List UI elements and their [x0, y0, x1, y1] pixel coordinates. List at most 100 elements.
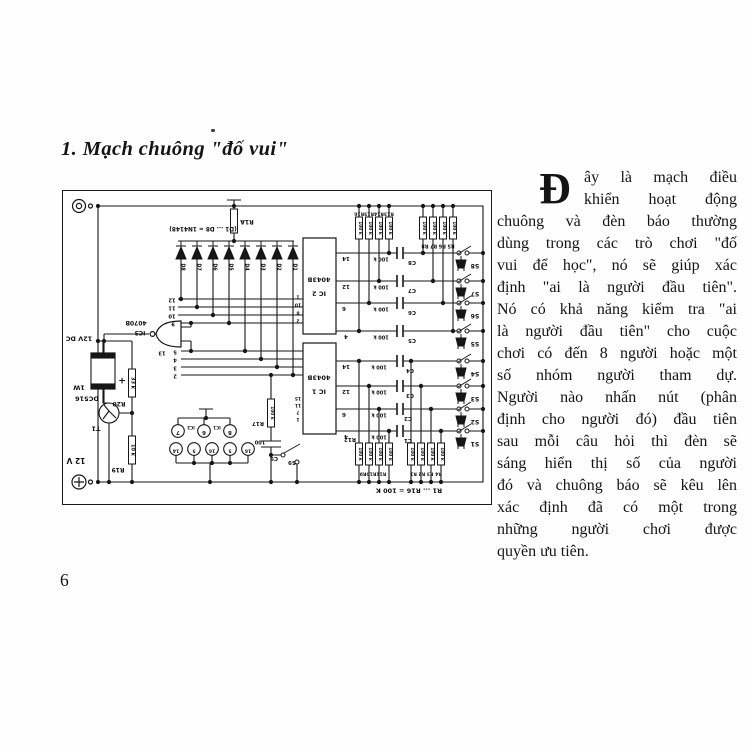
junction-dots [95, 203, 486, 485]
text-line: sáng hiển thị số của người [497, 455, 737, 472]
schematic-label: 5 [192, 447, 196, 453]
schematic-label: 100 k [439, 447, 445, 461]
schematic-label: R11R10R9 [359, 470, 387, 476]
schematic-label: R1A [240, 218, 254, 225]
schematic-label: 11 [294, 402, 302, 408]
schematic-label: 4043B [307, 275, 331, 284]
text-line: Nó có khả năng kiểm tra "ai [497, 301, 737, 318]
text-line: định cho người đó) đầu tiên [497, 411, 737, 428]
schematic-label: S9 [288, 458, 296, 465]
text-line: dùng trong các trò chơi "đố [497, 235, 737, 252]
schematic-label: 5 [228, 447, 232, 453]
schematic-label: R4 R3 R2 R1 [410, 470, 442, 476]
schematic-label: 11 [168, 304, 176, 311]
schematic-label: 14 [172, 447, 180, 453]
schematic-label: 1 [296, 293, 300, 299]
schematic-label: C4 [406, 366, 414, 373]
schematic-label: 7 [296, 409, 300, 415]
text-line: chuông và đèn báo thường [497, 213, 737, 230]
resistor-bodies [128, 208, 457, 466]
schematic-label: 100 k [377, 447, 383, 461]
schematic-label: 2 [296, 317, 300, 323]
schematic-label: 100 k [373, 283, 389, 290]
schematic-label: C5 [408, 336, 416, 343]
paragraph-lines: chuông và đèn báo thường dùng trong các t… [497, 211, 737, 563]
text-line: xác định đã có một trong [497, 499, 737, 516]
schematic-label: 100 k [371, 363, 387, 370]
text-line: định "ai là người đầu tiên". [497, 279, 737, 296]
schematic-label: 100 k [409, 447, 415, 461]
text-line: ây là mạch điều [584, 169, 737, 186]
schematic-label: 5 [173, 348, 177, 355]
schematic-label: IC3 [134, 329, 146, 336]
schematic-label: 12 [168, 296, 176, 303]
schematic-label: 100 k [419, 447, 425, 461]
transistor-t1 [98, 402, 120, 424]
schematic-label: (D1 ... D8 = 1N4148) [169, 224, 237, 231]
schematic-label: R17 [252, 419, 264, 426]
schematic-label: C6 [408, 308, 416, 315]
schematic-label: 12 [342, 387, 350, 394]
schematic-label: D1 [291, 263, 297, 271]
schematic-label: 7 [176, 428, 180, 435]
text-line: Người nào nhấn nút (phân [497, 389, 737, 406]
schematic-label: 12V DC [65, 334, 93, 343]
schematic-label: C1 [404, 436, 412, 443]
schematic-label: S4 [470, 370, 480, 377]
schematic-label: C8 [408, 258, 416, 265]
text-line: chơi có đến 8 người hoặc một [497, 345, 737, 362]
schematic-label: 14 [342, 362, 350, 369]
schematic-label: 100 k [357, 447, 363, 461]
nand-gate-ic3 [149, 320, 182, 348]
schematic-label: 12 V [66, 455, 86, 465]
schematic-label: 100 k [371, 388, 387, 395]
schematic-label: 9 [171, 320, 175, 327]
schematic-label: 3 [173, 364, 177, 371]
text-line: quyền ưu tiên. [497, 543, 589, 560]
schematic-label: IC 2 [312, 289, 326, 298]
schematic-label: S6 [470, 312, 480, 319]
schematic-label: 100 k [373, 333, 389, 340]
schematic-label: C9 [270, 454, 278, 461]
schematic-label: C7 [408, 286, 416, 293]
pin-circle-cluster [169, 424, 255, 456]
schematic-label: R12 [344, 435, 356, 442]
schematic-label: 2 [173, 372, 177, 379]
schematic-label: 10 [168, 312, 176, 319]
diode-row [175, 240, 299, 260]
schematic-label: S5 [470, 340, 480, 347]
terminal-symbols [71, 198, 94, 490]
schematic-label: 4 [344, 332, 348, 339]
schematic-label: 100 k [377, 221, 383, 235]
schematic-label: DC516 [75, 394, 99, 403]
page-title: 1. Mạch chuông "đố vui" [61, 138, 289, 160]
text-line: khiển hoạt động [584, 191, 737, 208]
schematic-wires [97, 199, 484, 483]
schematic-label: 1 [296, 416, 300, 422]
schematic-label: D3 [259, 263, 265, 271]
schematic-label: 100 k [373, 305, 389, 312]
schematic-label: C3 [406, 391, 414, 398]
capacitors [396, 246, 404, 438]
schematic-label: IC2 [187, 425, 195, 431]
schematic-label: IC1 [213, 425, 221, 431]
schematic-label: 100 k [357, 221, 363, 235]
text-line: đó và chuông báo sẽ kêu lên [497, 477, 737, 494]
schematic-label: 100 k [387, 447, 393, 461]
schematic-label: D5 [227, 263, 233, 271]
schematic-label: D6 [211, 263, 217, 271]
schematic-label: 100 k [451, 221, 457, 235]
schematic-label: R5 R6 R7 R8 [421, 242, 455, 248]
schematic-label: 16 [244, 447, 252, 453]
switch-s9 [280, 443, 301, 465]
text-line: sau mỗi câu hỏi thì đèn sẽ [497, 433, 737, 450]
text-line: là người đầu tiên" cho cuộc [497, 323, 737, 340]
schematic-label: 8 [296, 309, 300, 315]
schematic-label: 14 [342, 254, 350, 261]
schematic-label: 33 k [129, 376, 136, 390]
schematic-label: S7 [470, 290, 480, 297]
schematic-label: IC 1 [312, 387, 326, 396]
schematic-label: D2 [275, 263, 281, 271]
